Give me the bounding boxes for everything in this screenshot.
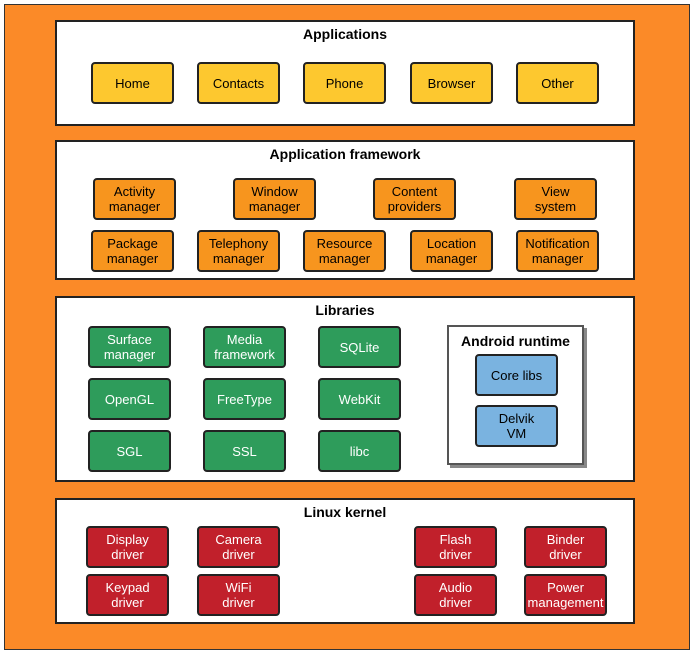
app-browser: Browser bbox=[410, 62, 493, 104]
applications-title: Applications bbox=[302, 26, 387, 42]
kernel-wifi-driver: WiFi driver bbox=[197, 574, 280, 616]
framework-title: Application framework bbox=[269, 146, 421, 162]
app-phone: Phone bbox=[303, 62, 386, 104]
library-media-framework: Media framework bbox=[203, 326, 286, 368]
app-home: Home bbox=[91, 62, 174, 104]
library-sqlite: SQLite bbox=[318, 326, 401, 368]
framework-window-manager: Window manager bbox=[233, 178, 316, 220]
runtime-title: Android runtime bbox=[461, 333, 570, 349]
framework-location-manager: Location manager bbox=[410, 230, 493, 272]
library-ssl: SSL bbox=[203, 430, 286, 472]
kernel-camera-driver: Camera driver bbox=[197, 526, 280, 568]
library-surface-manager: Surface manager bbox=[88, 326, 171, 368]
framework-content-providers: Content providers bbox=[373, 178, 456, 220]
framework-package-manager: Package manager bbox=[91, 230, 174, 272]
framework-telephony-manager: Telephony manager bbox=[197, 230, 280, 272]
library-sgl: SGL bbox=[88, 430, 171, 472]
kernel-flash-driver: Flash driver bbox=[414, 526, 497, 568]
framework-notification-manager: Notification manager bbox=[516, 230, 599, 272]
library-libc: libc bbox=[318, 430, 401, 472]
kernel-audio-driver: Audio driver bbox=[414, 574, 497, 616]
library-opengl: OpenGL bbox=[88, 378, 171, 420]
framework-activity-manager: Activity manager bbox=[93, 178, 176, 220]
kernel-display-driver: Display driver bbox=[86, 526, 169, 568]
kernel-binder-driver: Binder driver bbox=[524, 526, 607, 568]
library-webkit: WebKit bbox=[318, 378, 401, 420]
runtime-delvik-vm: Delvik VM bbox=[475, 405, 558, 447]
runtime-core-libs: Core libs bbox=[475, 354, 558, 396]
framework-view-system: View system bbox=[514, 178, 597, 220]
libraries-title: Libraries bbox=[315, 302, 375, 318]
app-contacts: Contacts bbox=[197, 62, 280, 104]
framework-resource-manager: Resource manager bbox=[303, 230, 386, 272]
kernel-keypad-driver: Keypad driver bbox=[86, 574, 169, 616]
kernel-power-management: Power management bbox=[524, 574, 607, 616]
kernel-title: Linux kernel bbox=[303, 504, 387, 520]
library-freetype: FreeType bbox=[203, 378, 286, 420]
app-other: Other bbox=[516, 62, 599, 104]
